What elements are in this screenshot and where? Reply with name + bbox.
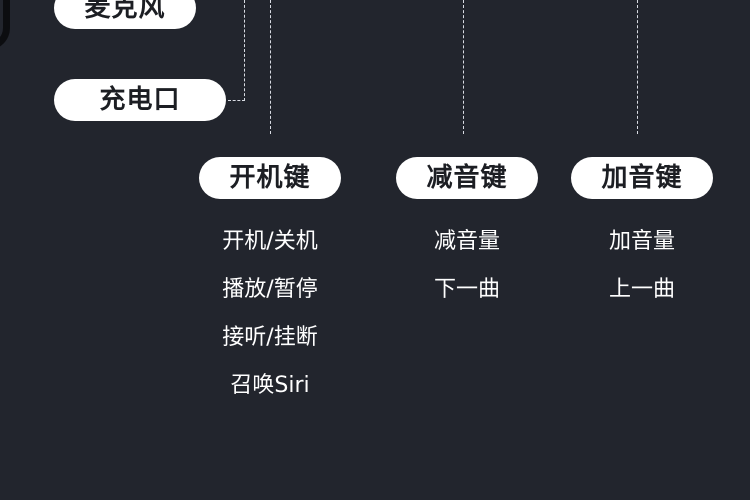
charging-port-leader-vertical: [244, 0, 245, 101]
function-item: 开机/关机: [222, 229, 318, 254]
microphone-label: 麦克风: [54, 0, 196, 29]
function-item: 播放/暂停: [222, 277, 318, 302]
volume-down-key-label: 减音键: [396, 157, 538, 199]
power-key-leader: [270, 0, 271, 134]
function-item: 上一曲: [608, 277, 675, 302]
charging-port-leader-horizontal: [228, 100, 245, 101]
function-item: 加音量: [608, 229, 675, 254]
power-key-functions: 开机/关机 播放/暂停 接听/挂断 召唤Siri: [195, 218, 345, 410]
power-key-label: 开机键: [199, 157, 341, 199]
function-item: 下一曲: [433, 277, 500, 302]
function-item: 接听/挂断: [222, 325, 318, 350]
function-item: 召唤Siri: [230, 373, 310, 398]
device-body-edge: [0, 0, 10, 50]
volume-down-key-functions: 减音量 下一曲: [392, 218, 542, 314]
volume-up-key-functions: 加音量 上一曲: [567, 218, 717, 314]
volume-up-key-label: 加音键: [571, 157, 713, 199]
function-item: 减音量: [433, 229, 500, 254]
volume-down-key-leader: [463, 0, 464, 134]
volume-up-key-leader: [637, 0, 638, 134]
charging-port-label: 充电口: [54, 79, 226, 121]
